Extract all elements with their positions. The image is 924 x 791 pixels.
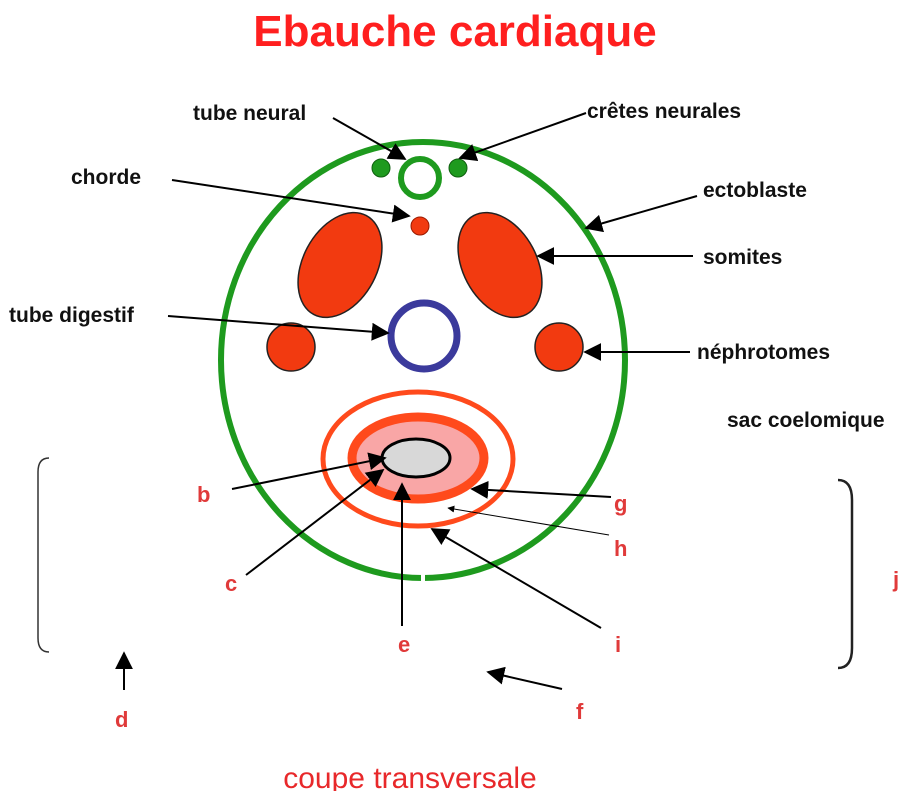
neural-crest-left bbox=[372, 159, 390, 177]
letter-c: c bbox=[225, 571, 237, 596]
arrow-c bbox=[246, 470, 383, 575]
bracket-left bbox=[38, 458, 49, 652]
label-somites: somites bbox=[703, 246, 782, 269]
letter-e: e bbox=[398, 632, 410, 657]
label-sac-coelomique: sac coelomique bbox=[727, 409, 885, 432]
diagram-title: Ebauche cardiaque bbox=[253, 7, 656, 56]
letter-f: f bbox=[576, 699, 584, 724]
digestive-tube bbox=[391, 303, 457, 369]
label-tube-digestif: tube digestif bbox=[9, 304, 135, 327]
somite-left bbox=[281, 198, 399, 332]
chorde-shape bbox=[411, 217, 429, 235]
letter-b: b bbox=[197, 482, 210, 507]
neural-tube bbox=[401, 159, 439, 197]
neural-crest-right bbox=[449, 159, 467, 177]
somite-right bbox=[441, 198, 559, 332]
arrow-cretes-neurales bbox=[460, 113, 586, 158]
letter-i: i bbox=[615, 632, 621, 657]
arrow-i bbox=[432, 529, 601, 628]
label-chorde: chorde bbox=[71, 166, 141, 189]
arrow-h bbox=[448, 508, 609, 535]
arrow-ectoblaste bbox=[586, 196, 697, 228]
diagram-subtitle: coupe transversale bbox=[283, 762, 536, 791]
arrow-f bbox=[488, 672, 562, 689]
letter-h: h bbox=[614, 536, 627, 561]
nephrotome-left bbox=[267, 323, 315, 371]
bracket-right bbox=[838, 480, 852, 668]
arrow-chorde bbox=[172, 180, 409, 216]
label-cretes-neurales: crêtes neurales bbox=[587, 100, 741, 123]
nephrotome-right bbox=[535, 323, 583, 371]
label-nephrotomes: néphrotomes bbox=[697, 341, 830, 364]
heart-endocardium bbox=[382, 439, 450, 477]
ectoblast-gap bbox=[421, 570, 425, 582]
label-ectoblaste: ectoblaste bbox=[703, 179, 807, 202]
letter-d: d bbox=[115, 707, 128, 732]
letter-g: g bbox=[614, 491, 627, 516]
letter-j: j bbox=[892, 567, 899, 592]
label-tube-neural: tube neural bbox=[193, 102, 306, 125]
arrow-g bbox=[472, 489, 611, 497]
